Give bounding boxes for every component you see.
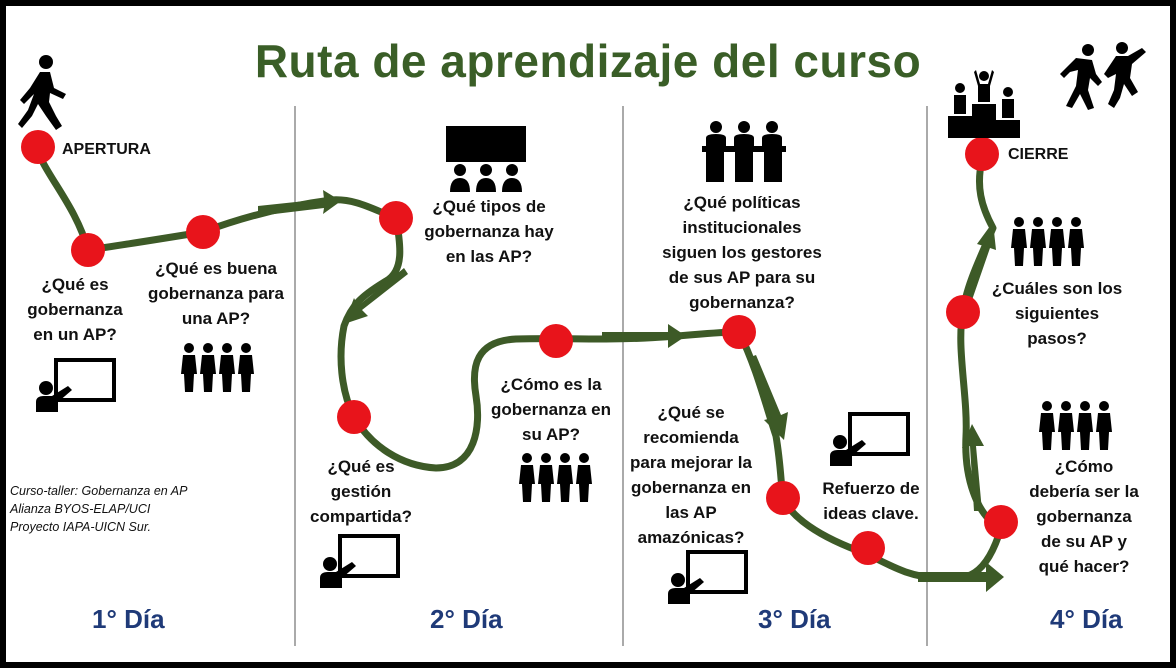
milestone-dot [722,315,756,349]
milestone-dot [766,481,800,515]
milestone-dot [984,505,1018,539]
milestone-dot [851,531,885,565]
milestone-dot [337,400,371,434]
route-arrow [918,562,1004,592]
teacher-board-icon [320,534,400,588]
learning-route [21,106,1018,646]
milestone-dot [71,233,105,267]
group-icon [181,343,254,392]
day-1-label: 1° Día [92,604,165,634]
day-3-label: 3° Día [758,604,831,634]
credit-line: Alianza BYOS-ELAP/UCI [10,502,151,516]
group-icon [1011,217,1084,266]
milestone-dot [539,324,573,358]
end-label: CIERRE [1008,146,1069,163]
milestone-dots [21,130,1018,565]
milestone-dot [21,130,55,164]
milestone-dot [965,137,999,171]
route-arrow [258,190,341,216]
teacher-board-icon [36,358,116,412]
milestone-dot [946,295,980,329]
route-arrow [602,324,686,348]
dancing-people-icon [1060,42,1146,110]
route-arrow [748,355,788,440]
day-2-label: 2° Día [430,604,503,634]
route-arrow [962,424,984,511]
group-icon [519,453,592,502]
credits: Curso-taller: Gobernanza en AP Alianza B… [10,482,187,536]
teacher-board-icon [668,550,748,604]
teacher-board-icon [830,412,910,466]
milestone-dot [186,215,220,249]
credit-line: Curso-taller: Gobernanza en AP [10,484,188,498]
credit-line: Proyecto IAPA-UICN Sur. [10,520,152,534]
diagram-canvas: Ruta de aprendizaje del curso APERTURA C… [6,6,1170,662]
start-label: APERTURA [62,141,151,158]
walking-person-icon [18,55,66,130]
day-4-label: 4° Día [1050,604,1123,634]
podium-winners-icon [948,70,1020,138]
panel-speakers-icon [702,121,786,182]
page-title: Ruta de aprendizaje del curso [254,35,922,87]
route-arrow [344,268,408,324]
route-arrow [964,222,996,300]
group-icon [1039,401,1112,450]
audience-screen-icon [446,126,526,192]
milestone-dot [379,201,413,235]
